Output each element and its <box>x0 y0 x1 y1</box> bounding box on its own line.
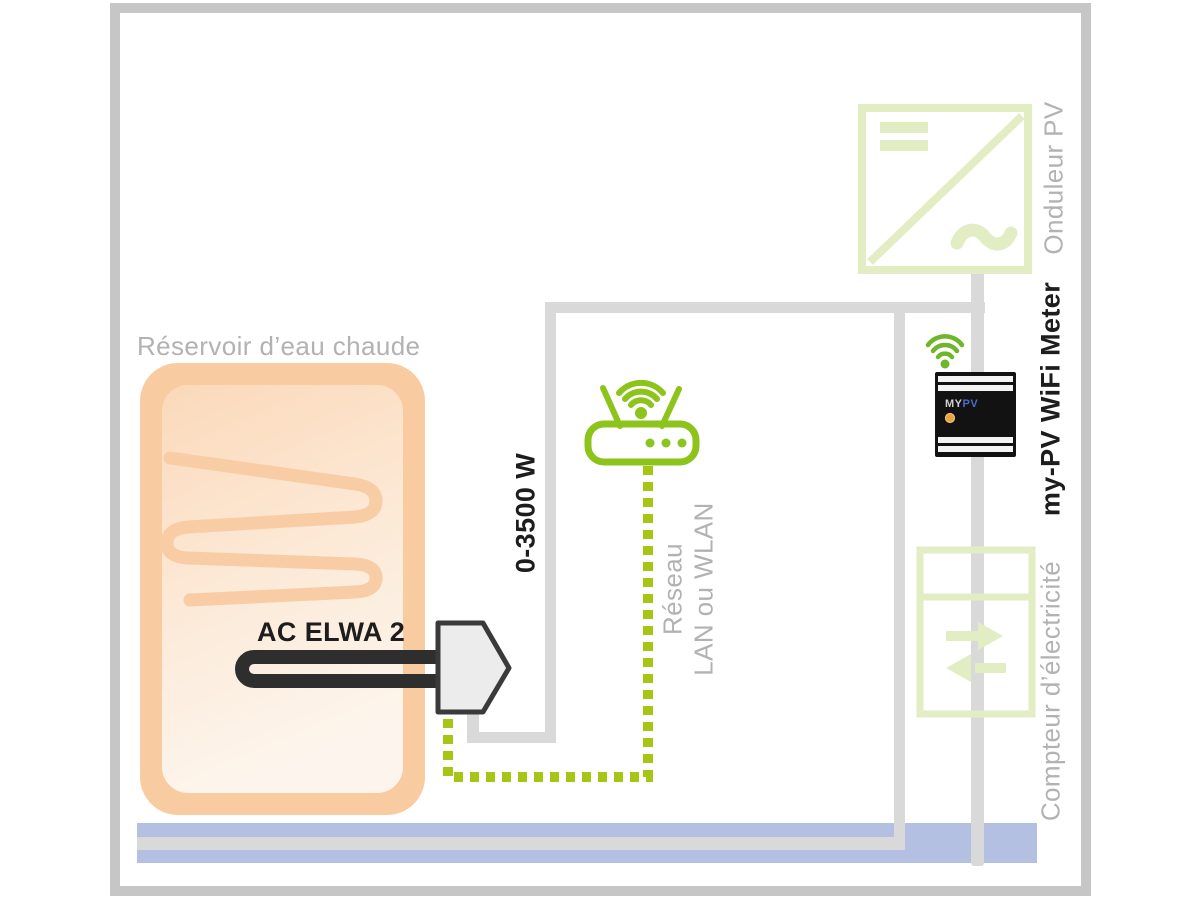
ac-wave-icon <box>950 223 1018 251</box>
wifi-signal-icon <box>925 334 965 369</box>
tank-label: Réservoir d’eau chaude <box>137 331 421 361</box>
router-led <box>661 438 671 448</box>
inverter-label: Onduleur PV <box>1038 101 1069 255</box>
router-antenna-right <box>659 386 682 429</box>
device-logo: MYPV <box>945 398 978 410</box>
meter-box <box>916 546 1036 718</box>
network-label: Réseau LAN ou WLAN <box>657 502 718 675</box>
heater-rod <box>235 650 446 688</box>
cable-right-drop <box>894 302 905 844</box>
grid-cable-stripe <box>137 837 905 850</box>
power-label: 0-3500 W <box>510 452 541 574</box>
network-label-line2: LAN ou WLAN <box>688 502 718 676</box>
tank-icon <box>140 363 425 815</box>
router-wifi-icon <box>616 379 666 419</box>
device-rail-stripe <box>938 376 1013 382</box>
heater-label: AC ELWA 2 <box>257 617 406 647</box>
inverter-box <box>858 104 1032 274</box>
arrow-right-icon <box>978 622 1003 650</box>
device-body <box>935 372 1016 457</box>
cable-left-drop <box>545 302 556 743</box>
inverter-icon <box>858 104 1032 274</box>
cable-heater-stub <box>467 710 479 743</box>
router-led <box>677 438 687 448</box>
router-body <box>584 420 700 466</box>
wifi-meter-device: MYPV <box>935 372 1016 457</box>
inverter-diagonal <box>867 113 1025 265</box>
cable-elbow <box>467 732 556 743</box>
wifi-meter-label: my-PV WiFi Meter <box>1035 281 1066 517</box>
device-led <box>944 412 956 424</box>
arrow-left-icon <box>946 654 971 682</box>
router-icon <box>584 379 700 466</box>
router-antenna-left <box>600 385 623 429</box>
device-rail-stripe <box>938 437 1013 443</box>
network-label-line1: Réseau <box>657 542 688 636</box>
cable-inverter-drop <box>971 266 984 866</box>
dc-symbol-icon <box>880 122 928 133</box>
electricity-meter-icon <box>916 546 1036 718</box>
cable-top-run <box>545 302 985 313</box>
heating-element-icon <box>235 620 512 715</box>
dc-symbol-icon <box>880 140 928 151</box>
router-led <box>645 438 655 448</box>
heater-head <box>435 620 512 715</box>
device-rail-stripe <box>938 385 1013 391</box>
grid-meter-label: Compteur d’électricité <box>1035 560 1066 822</box>
heating-coil <box>160 451 383 607</box>
device-rail-stripe <box>938 446 1013 452</box>
